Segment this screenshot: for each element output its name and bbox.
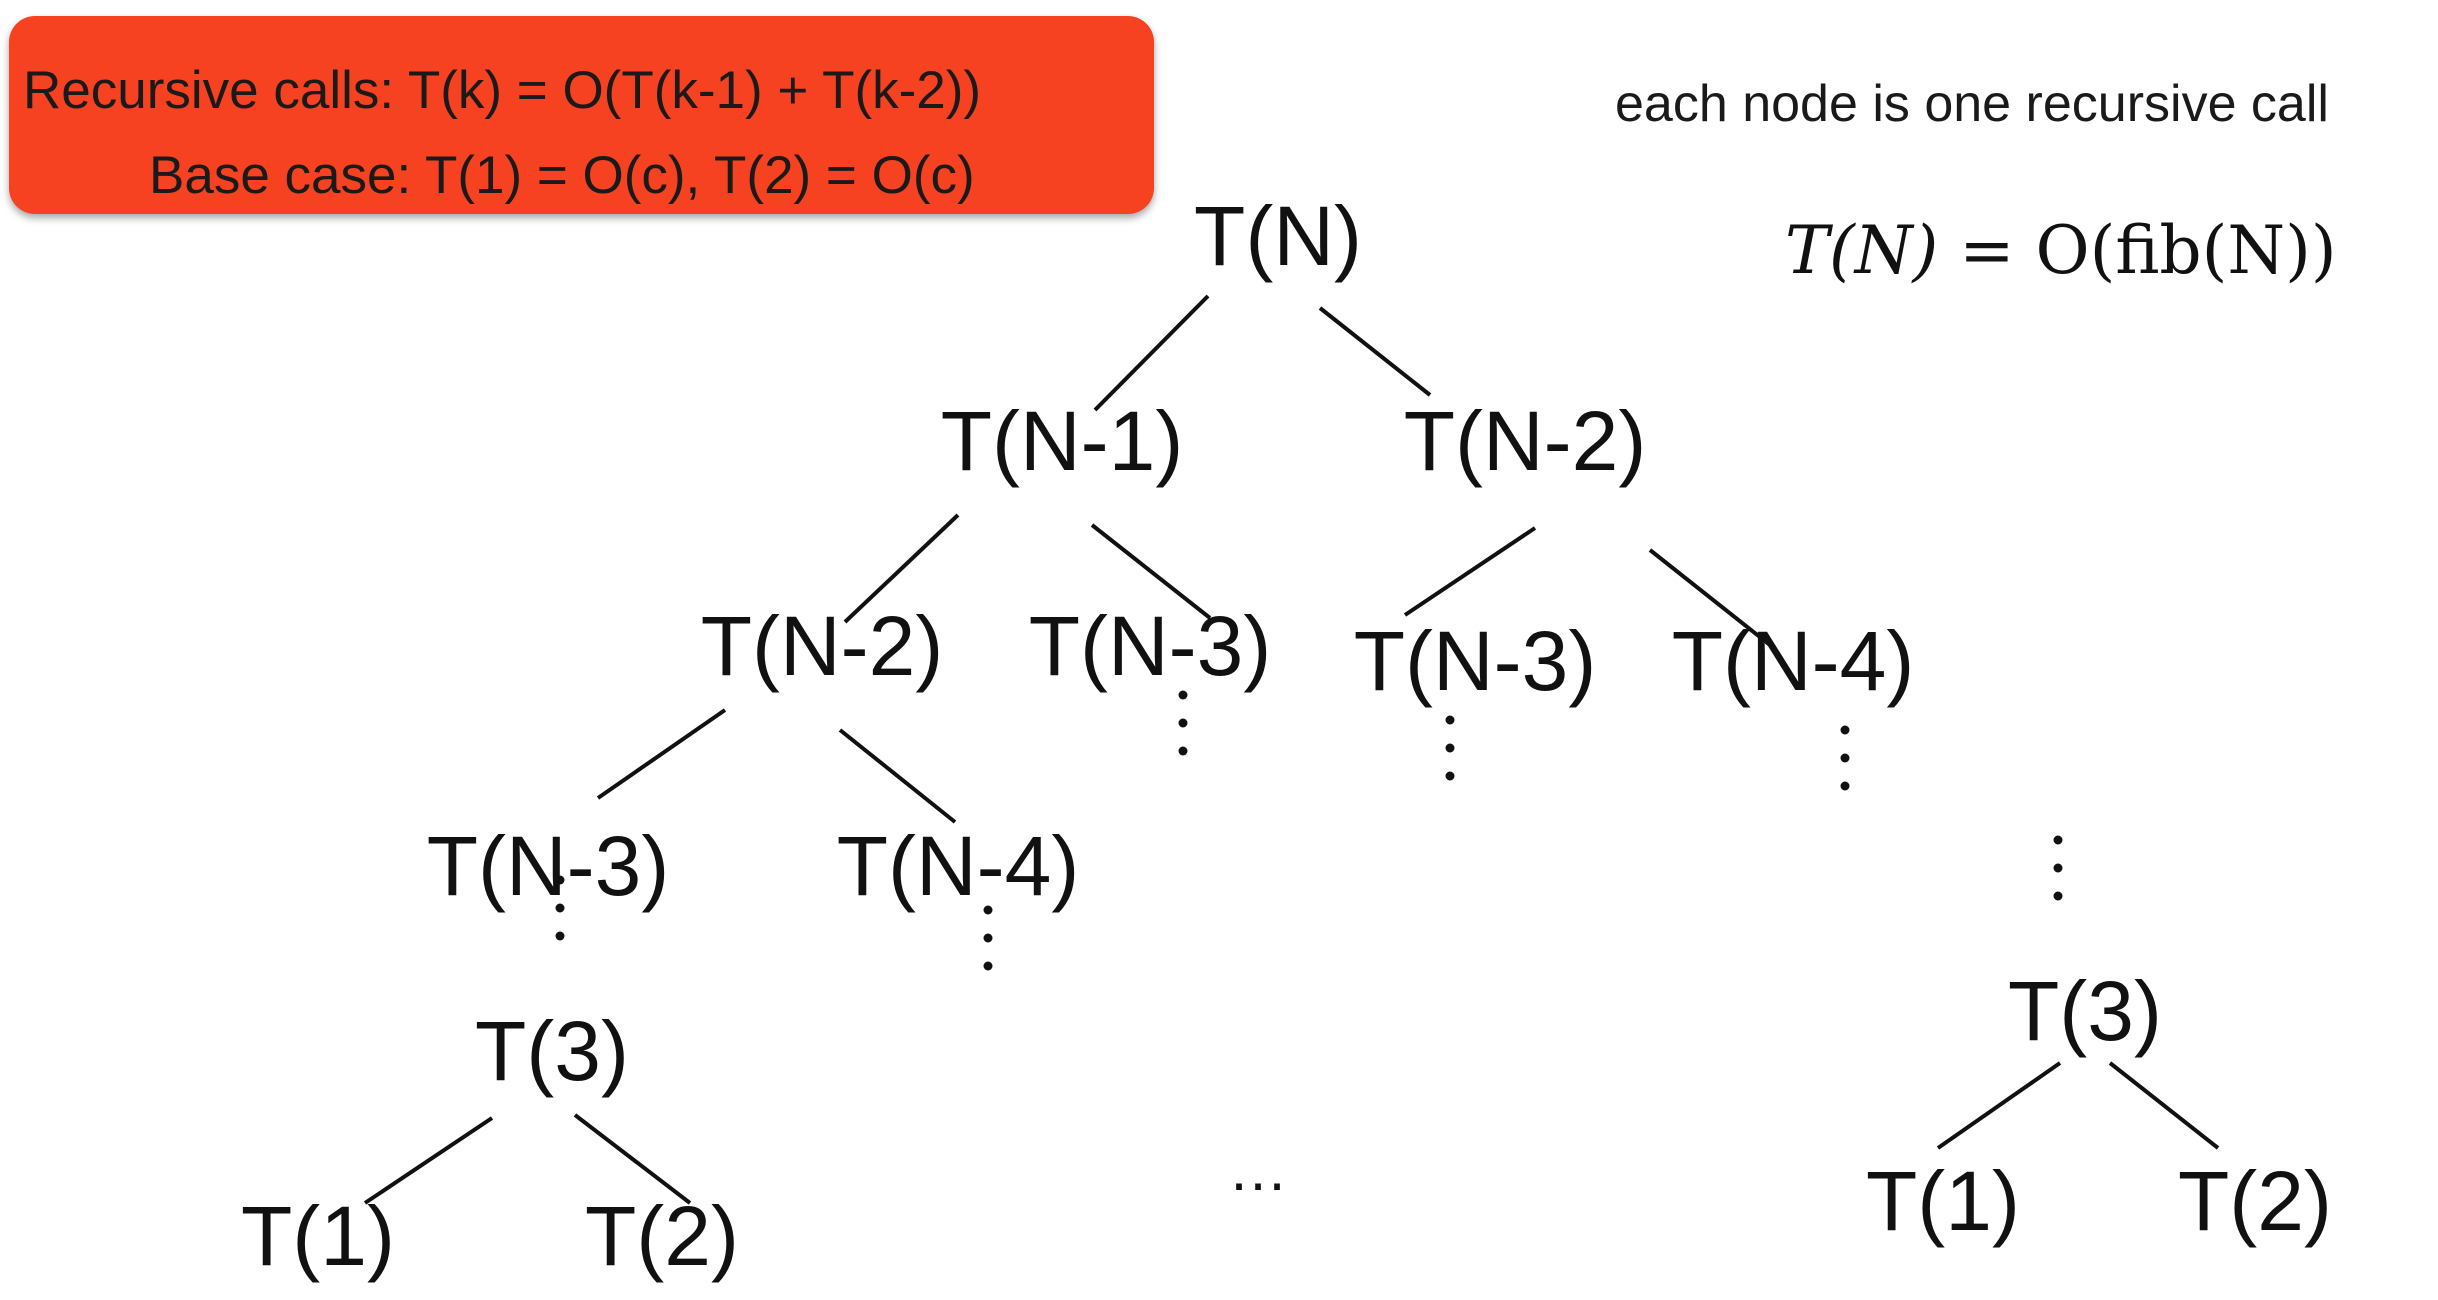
formula-eq: = (1938, 212, 2036, 289)
tree-edge (573, 1113, 692, 1205)
tree-node-lt3: T(3) (475, 1004, 629, 1098)
tree-node-n1: T(N-1) (941, 394, 1184, 488)
side-note: each node is one recursive call (1615, 75, 2329, 133)
tree-edge (596, 708, 727, 800)
tree-node-n2: T(N-2) (1404, 394, 1647, 488)
base-case-text: Base case: T(1) = O(c), T(2) = O(c) (149, 146, 975, 205)
tree-edge (1648, 548, 1772, 647)
vertical-ellipsis (2053, 835, 2063, 901)
tree-node-n2a: T(N-3) (1354, 614, 1597, 708)
tree-node-lt1: T(1) (241, 1189, 395, 1283)
vertical-ellipsis (983, 905, 993, 971)
vertical-ellipsis (1445, 715, 1455, 781)
tree-node-n1b: T(N-3) (1029, 599, 1272, 693)
recursive-calls-text: Recursive calls: T(k) = O(T(k-1) + T(k-2… (23, 61, 982, 120)
vertical-ellipsis (555, 875, 565, 941)
vertical-ellipsis (1840, 725, 1850, 791)
tree-edge (2108, 1061, 2220, 1150)
callout-box: Recursive calls: T(k) = O(T(k-1) + T(k-2… (9, 16, 1154, 214)
tree-node-n1ab: T(N-4) (837, 819, 1080, 913)
tree-edge (1403, 526, 1537, 617)
tree-node-n2b: T(N-4) (1672, 614, 1915, 708)
tree-node-rt2: T(2) (2178, 1154, 2332, 1248)
vertical-ellipsis (1178, 690, 1188, 756)
tree-node-n1a: T(N-2) (701, 599, 944, 693)
tree-node-root: T(N) (1194, 189, 1362, 283)
formula-lhs: T(N) (1785, 212, 1939, 289)
formula-rhs: O(fib(N)) (2035, 212, 2337, 289)
tree-node-rt1: T(1) (1866, 1154, 2020, 1248)
tree-edge (1093, 294, 1210, 412)
tree-edge (843, 513, 960, 624)
tree-edge (1936, 1061, 2062, 1150)
tree-edge (1318, 306, 1432, 397)
tree-edge (838, 728, 957, 824)
tree-edge (1090, 523, 1212, 620)
tree-node-n1aa: T(N-3) (427, 819, 670, 913)
complexity-formula: T(N) = O(fib(N)) (1785, 212, 2337, 289)
tree-node-lt2: T(2) (585, 1189, 739, 1283)
tree-node-rt3: T(3) (2008, 964, 2162, 1058)
tree-edge (363, 1116, 494, 1205)
continuation-ellipsis: … (1228, 1136, 1288, 1203)
